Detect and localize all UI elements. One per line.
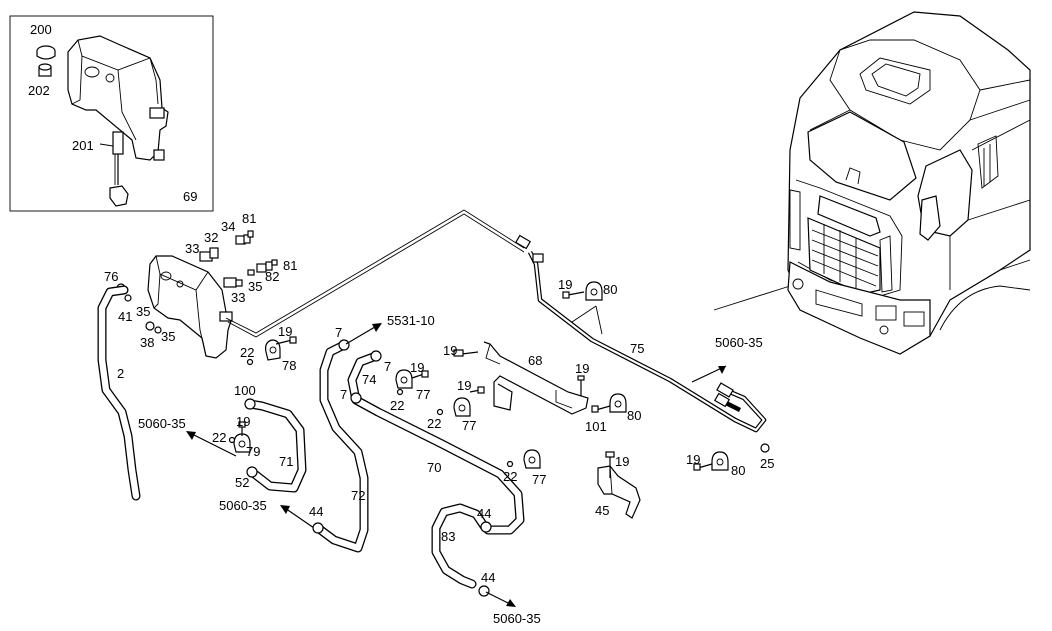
callout-33-a: 33	[185, 241, 199, 256]
callout-69: 69	[183, 189, 197, 204]
clamp-77-a	[395, 369, 429, 396]
pipe-75	[225, 209, 767, 433]
ref-5060-35-a: 5060-35	[715, 335, 763, 350]
callout-81-a: 81	[242, 211, 256, 226]
callout-22-d: 22	[212, 430, 226, 445]
callout-19-a: 19	[278, 324, 292, 339]
callout-77-a: 77	[416, 387, 430, 402]
callout-32: 32	[204, 230, 218, 245]
callout-77-b: 77	[462, 418, 476, 433]
callout-19-g: 19	[236, 414, 250, 429]
arrow-5060-35-right	[691, 365, 727, 383]
callout-77-c: 77	[532, 472, 546, 487]
callout-41: 41	[118, 309, 132, 324]
callout-79: 79	[246, 444, 260, 459]
clamp-80-c	[693, 451, 729, 471]
hose-70	[347, 350, 525, 535]
callout-19-b: 19	[410, 360, 424, 375]
hose-2	[97, 285, 141, 501]
callout-34: 34	[221, 219, 235, 234]
callout-35-c: 35	[161, 329, 175, 344]
callout-74: 74	[362, 372, 376, 387]
callout-81-b: 81	[283, 258, 297, 273]
truck-cab-illustration	[713, 11, 1031, 355]
callout-35-a: 35	[248, 279, 262, 294]
callout-33-b: 33	[231, 290, 245, 305]
callout-22-e: 22	[503, 469, 517, 484]
callout-19-i: 19	[686, 452, 700, 467]
callout-75: 75	[630, 341, 644, 356]
part-202	[38, 63, 52, 77]
callout-68: 68	[528, 353, 542, 368]
callout-19-d: 19	[558, 277, 572, 292]
callout-19-f: 19	[575, 361, 589, 376]
arrow-5531-10	[345, 323, 382, 345]
callout-7-c: 7	[340, 387, 347, 402]
callout-19-c: 19	[443, 343, 457, 358]
ref-5531-10: 5531-10	[387, 313, 435, 328]
callout-100: 100	[234, 383, 256, 398]
callout-22-a: 22	[240, 345, 254, 360]
callout-80-c: 80	[731, 463, 745, 478]
cap-200	[36, 45, 56, 60]
callout-22-c: 22	[427, 416, 441, 431]
callout-200: 200	[30, 22, 52, 37]
callout-19-h: 19	[615, 454, 629, 469]
callout-83: 83	[441, 529, 455, 544]
callout-35-b: 35	[136, 304, 150, 319]
callout-25: 25	[760, 456, 774, 471]
callout-101: 101	[585, 419, 607, 434]
fittings-group	[116, 230, 278, 366]
clamp-80-a	[562, 281, 603, 301]
arrow-5060-35-lower-left	[280, 505, 315, 529]
callout-7-b: 7	[384, 359, 391, 374]
callout-19-e: 19	[457, 378, 471, 393]
clamp-78	[265, 336, 297, 361]
callout-76: 76	[104, 269, 118, 284]
callout-22-b: 22	[390, 398, 404, 413]
level-sensor-201	[99, 131, 129, 207]
callout-202: 202	[28, 83, 50, 98]
bracket-68	[483, 341, 589, 415]
callout-70: 70	[427, 460, 441, 475]
reservoir-assembly	[147, 255, 233, 359]
inset-detail-box: 200 202 201 69	[9, 15, 214, 212]
callout-2: 2	[117, 366, 124, 381]
callout-80-a: 80	[603, 282, 617, 297]
arrow-5060-35-bottom	[485, 591, 516, 607]
callout-44-a: 44	[309, 504, 323, 519]
callout-38: 38	[140, 335, 154, 350]
callout-80-b: 80	[627, 408, 641, 423]
reservoir-tank	[147, 255, 233, 359]
callout-44-b: 44	[477, 506, 491, 521]
hose-71	[244, 398, 307, 493]
callout-72: 72	[351, 488, 365, 503]
callout-201: 201	[72, 138, 94, 153]
ref-5060-35-b: 5060-35	[138, 416, 186, 431]
clamp-77-b	[436, 386, 485, 417]
callout-82: 82	[265, 269, 279, 284]
clamp-80-b	[591, 393, 627, 413]
arrow-5060-35-left	[186, 431, 237, 457]
ref-5060-35-d: 5060-35	[493, 611, 541, 626]
hose-72	[312, 339, 369, 553]
callout-44-c: 44	[481, 570, 495, 585]
callout-52: 52	[235, 475, 249, 490]
callout-78: 78	[282, 358, 296, 373]
hose-83	[431, 503, 492, 597]
callout-71: 71	[279, 454, 293, 469]
callout-45: 45	[595, 503, 609, 518]
ref-5060-35-c: 5060-35	[219, 498, 267, 513]
callout-7-a: 7	[335, 325, 342, 340]
clamp-77-c	[506, 449, 541, 469]
clamp-79	[228, 421, 251, 453]
